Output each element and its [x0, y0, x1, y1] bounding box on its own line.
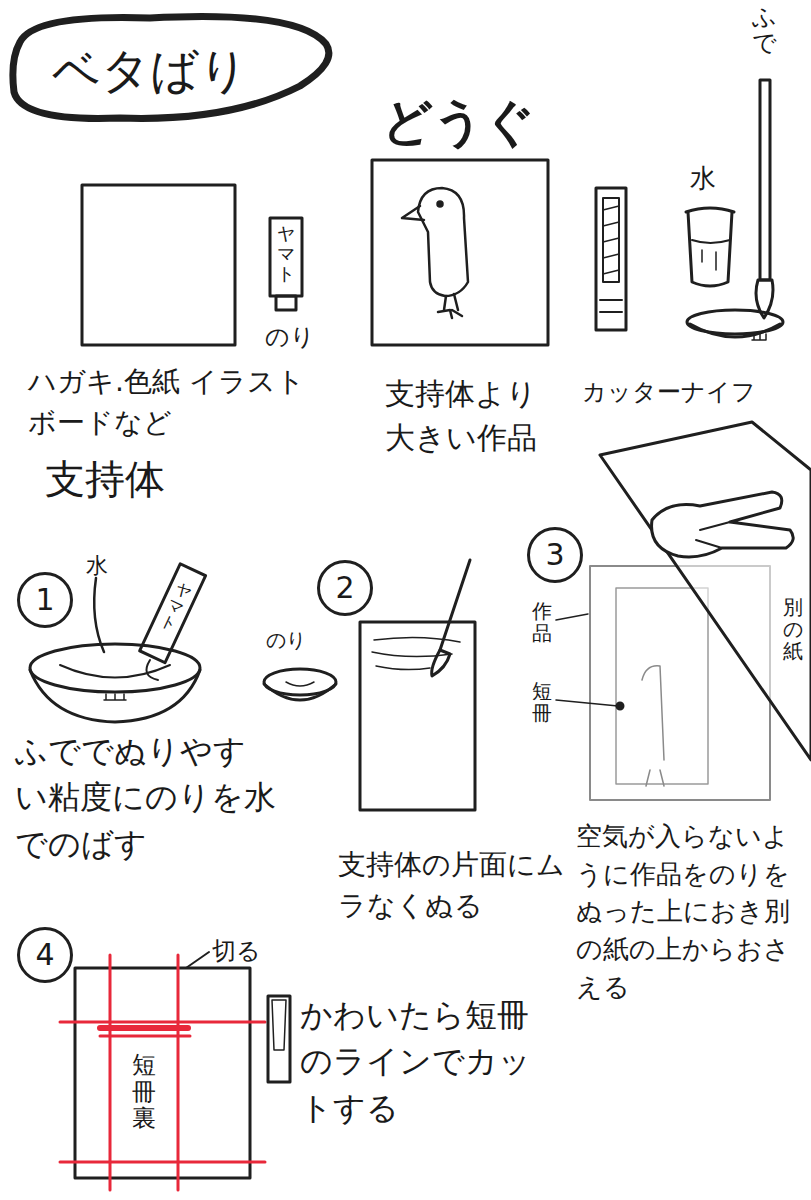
caption-text: 支持体 — [45, 450, 165, 508]
callout-label: 作品 — [532, 600, 552, 644]
caption-text: ハガキ.色紙 イラストボードなど — [28, 362, 328, 443]
callout-label: 別の紙 — [783, 596, 803, 662]
tool-label: 水 — [690, 160, 716, 198]
step-number-text: 2 — [335, 573, 354, 603]
strip-box: 短冊裏 — [126, 1046, 162, 1137]
water-jar — [686, 208, 734, 286]
bird-drawing — [402, 188, 468, 318]
step-number-text: 4 — [35, 940, 54, 970]
step-number: 4 — [17, 927, 73, 983]
support-board — [82, 185, 235, 345]
caption-text: 支持体より大きい作品 — [385, 372, 550, 459]
step-number: 3 — [527, 527, 583, 583]
step-number-text: 1 — [35, 585, 54, 615]
step3-drawing — [556, 422, 811, 800]
tube-label: ヤマト — [277, 224, 295, 283]
tool-label: のり — [265, 320, 315, 355]
step2-drawing — [264, 560, 475, 810]
glue-cap — [276, 296, 296, 310]
title-blob — [13, 16, 329, 118]
tool-label: ふで — [752, 4, 776, 57]
step-text: 支持体の片面にムラなくぬる — [338, 845, 570, 926]
step-number-text: 3 — [545, 540, 564, 570]
glue-tube — [270, 218, 302, 296]
caption-text: カッターナイフ — [582, 375, 756, 410]
title-text: ベタばり — [52, 36, 248, 106]
step4-drawing — [60, 952, 290, 1190]
callout-label: 短冊 — [532, 680, 552, 724]
step-text: ふででぬりやすい粘度にのりを水でのばす — [15, 728, 277, 867]
step-text: かわいたら短冊のラインでカットする — [300, 992, 550, 1131]
dish — [687, 310, 783, 340]
step-number: 1 — [17, 572, 73, 628]
step-label: のり — [266, 626, 306, 655]
tube-label: ヤマト — [158, 579, 195, 634]
strip-text: 短冊裏 — [132, 1052, 156, 1131]
step-number: 2 — [317, 560, 373, 616]
section-heading: どうぐ — [382, 86, 535, 159]
brush — [756, 80, 773, 318]
cutter-knife — [596, 188, 626, 330]
artwork-board — [372, 160, 548, 345]
step-text: 空気が入らないように作品をのりをぬった上におき別の紙の上からおさえる — [576, 818, 801, 1006]
callout-label: 切る — [212, 934, 261, 969]
step-label: 水 — [86, 550, 108, 582]
